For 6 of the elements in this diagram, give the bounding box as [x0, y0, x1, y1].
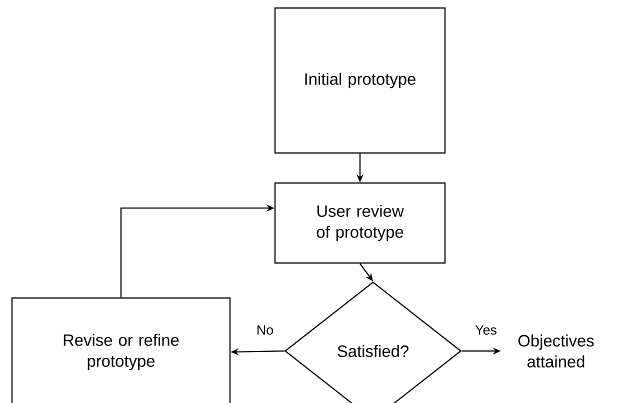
- outcome-text: Objectives attained: [518, 334, 594, 368]
- process-box: Initial prototype: [274, 7, 446, 154]
- edge-label: No: [255, 324, 275, 336]
- edge-label: Yes: [474, 324, 498, 336]
- process-box: Revise or refine prototype: [11, 297, 231, 403]
- process-box: User review of prototype: [274, 182, 446, 264]
